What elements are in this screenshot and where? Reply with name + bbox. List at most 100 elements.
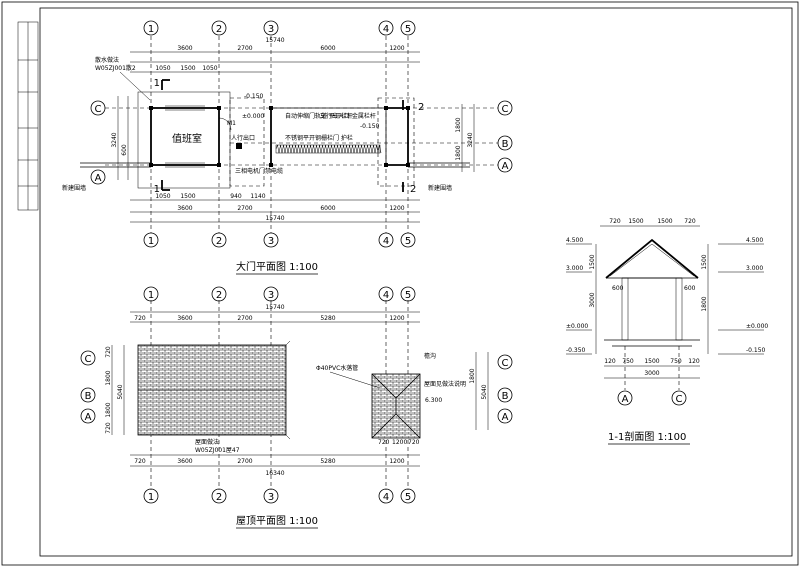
svg-text:C: C <box>95 104 102 115</box>
svg-text:4.500: 4.500 <box>746 237 763 244</box>
svg-text:1200: 1200 <box>389 45 404 52</box>
svg-text:3: 3 <box>268 236 274 247</box>
svg-text:-0.350: -0.350 <box>566 347 586 354</box>
svg-text:-0.150: -0.150 <box>360 123 380 130</box>
roof-plan-view: 1 2 3 4 5 1 2 3 4 5 15740 720 3600 2700 … <box>80 286 513 529</box>
svg-text:5280: 5280 <box>320 458 335 465</box>
svg-text:-0.150: -0.150 <box>244 93 264 100</box>
svg-text:5040: 5040 <box>117 384 124 399</box>
binding-strip <box>17 21 39 211</box>
svg-text:2700: 2700 <box>237 315 252 322</box>
svg-text:1200: 1200 <box>389 315 404 322</box>
svg-text:散水做法: 散水做法 <box>95 56 119 64</box>
svg-text:1500: 1500 <box>644 358 659 365</box>
svg-text:2700: 2700 <box>237 205 252 212</box>
svg-text:600: 600 <box>121 144 128 156</box>
svg-text:1200: 1200 <box>389 205 404 212</box>
svg-text:3000: 3000 <box>644 370 659 377</box>
guard-room-walls <box>150 107 220 166</box>
svg-text:3240: 3240 <box>467 132 474 147</box>
svg-text:Φ40PVC水落管: Φ40PVC水落管 <box>316 364 358 372</box>
svg-text:5: 5 <box>405 290 411 301</box>
svg-text:6000: 6000 <box>320 45 335 52</box>
svg-text:C: C <box>502 104 509 115</box>
svg-text:车行出入口 金属栏杆: 车行出入口 金属栏杆 <box>320 112 376 120</box>
svg-text:5040: 5040 <box>481 384 488 399</box>
svg-text:屋面做法: 屋面做法 <box>195 438 219 446</box>
svg-text:720: 720 <box>609 218 621 225</box>
svg-text:2: 2 <box>410 184 416 195</box>
svg-text:3: 3 <box>268 290 274 301</box>
svg-text:2700: 2700 <box>237 45 252 52</box>
roof-plan-title: 屋顶平面图 1:100 <box>236 515 318 527</box>
roof-axis-bottom: 1 2 3 4 5 <box>143 488 416 504</box>
svg-text:檐沟: 檐沟 <box>424 352 436 360</box>
svg-text:3: 3 <box>268 492 274 503</box>
gable-roof <box>605 238 699 279</box>
svg-text:4: 4 <box>383 24 389 35</box>
svg-text:600: 600 <box>612 285 624 292</box>
svg-text:1800: 1800 <box>701 296 708 311</box>
svg-text:1500: 1500 <box>180 65 195 72</box>
svg-text:15740: 15740 <box>265 215 284 222</box>
svg-text:新建围墙: 新建围墙 <box>62 184 86 192</box>
svg-text:3.000: 3.000 <box>566 265 583 272</box>
svg-text:自动伸缩门轨道 平开栏杆: 自动伸缩门轨道 平开栏杆 <box>285 112 353 120</box>
svg-text:B: B <box>502 139 509 150</box>
svg-text:1500: 1500 <box>589 254 596 269</box>
svg-text:4.500: 4.500 <box>566 237 583 244</box>
plan-axis-bottom: 1 2 3 4 5 <box>143 232 416 248</box>
svg-text:1800: 1800 <box>469 368 476 383</box>
svg-text:5: 5 <box>405 236 411 247</box>
svg-text:15740: 15740 <box>265 304 284 311</box>
svg-text:6000: 6000 <box>320 205 335 212</box>
svg-text:3600: 3600 <box>177 315 192 322</box>
svg-text:5: 5 <box>405 492 411 503</box>
svg-text:940: 940 <box>230 193 242 200</box>
svg-text:720: 720 <box>105 422 112 434</box>
svg-text:不锈钢平开钢栅栏门 护栏: 不锈钢平开钢栅栏门 护栏 <box>285 134 353 142</box>
svg-text:120: 120 <box>604 358 616 365</box>
svg-text:720: 720 <box>684 218 696 225</box>
svg-text:3600: 3600 <box>177 458 192 465</box>
svg-text:1800: 1800 <box>455 117 462 132</box>
svg-text:2700: 2700 <box>237 458 252 465</box>
svg-text:C: C <box>676 394 683 405</box>
svg-text:3600: 3600 <box>177 205 192 212</box>
svg-text:人行出口: 人行出口 <box>231 134 255 142</box>
svg-text:1: 1 <box>154 184 160 195</box>
svg-text:2: 2 <box>216 290 222 301</box>
svg-text:4: 4 <box>383 290 389 301</box>
svg-text:1: 1 <box>148 24 154 35</box>
plan-axis-top: 1 2 3 4 5 <box>143 20 416 36</box>
svg-text:3.000: 3.000 <box>746 265 763 272</box>
svg-text:1140: 1140 <box>250 193 265 200</box>
svg-text:屋面见做法说明: 屋面见做法说明 <box>424 380 466 388</box>
svg-text:720: 720 <box>134 315 146 322</box>
svg-text:15740: 15740 <box>265 37 284 44</box>
svg-text:120: 120 <box>688 358 700 365</box>
svg-text:4: 4 <box>383 492 389 503</box>
svg-text:720: 720 <box>408 439 420 446</box>
svg-text:C: C <box>85 354 92 365</box>
roof-axis-top: 1 2 3 4 5 <box>143 286 416 302</box>
svg-text:1800: 1800 <box>455 145 462 160</box>
svg-text:1050: 1050 <box>155 193 170 200</box>
svg-text:5280: 5280 <box>320 315 335 322</box>
svg-text:1200: 1200 <box>392 439 407 446</box>
svg-text:B: B <box>502 391 509 402</box>
svg-text:1: 1 <box>154 78 160 89</box>
svg-text:W05ZJ001散2: W05ZJ001散2 <box>95 64 136 72</box>
svg-text:16340: 16340 <box>265 470 284 477</box>
svg-text:2: 2 <box>216 492 222 503</box>
plan-view: 1 2 3 4 5 1 2 3 4 5 3600 2700 6000 1200 … <box>62 20 513 275</box>
svg-text:1050: 1050 <box>155 65 170 72</box>
svg-text:5: 5 <box>405 24 411 35</box>
svg-text:3240: 3240 <box>111 132 118 147</box>
svg-text:-0.150: -0.150 <box>746 347 766 354</box>
plan-title: 大门平面图 1:100 <box>236 260 318 273</box>
svg-text:750: 750 <box>622 358 634 365</box>
svg-text:A: A <box>502 412 509 423</box>
sliding-gate <box>275 144 382 154</box>
